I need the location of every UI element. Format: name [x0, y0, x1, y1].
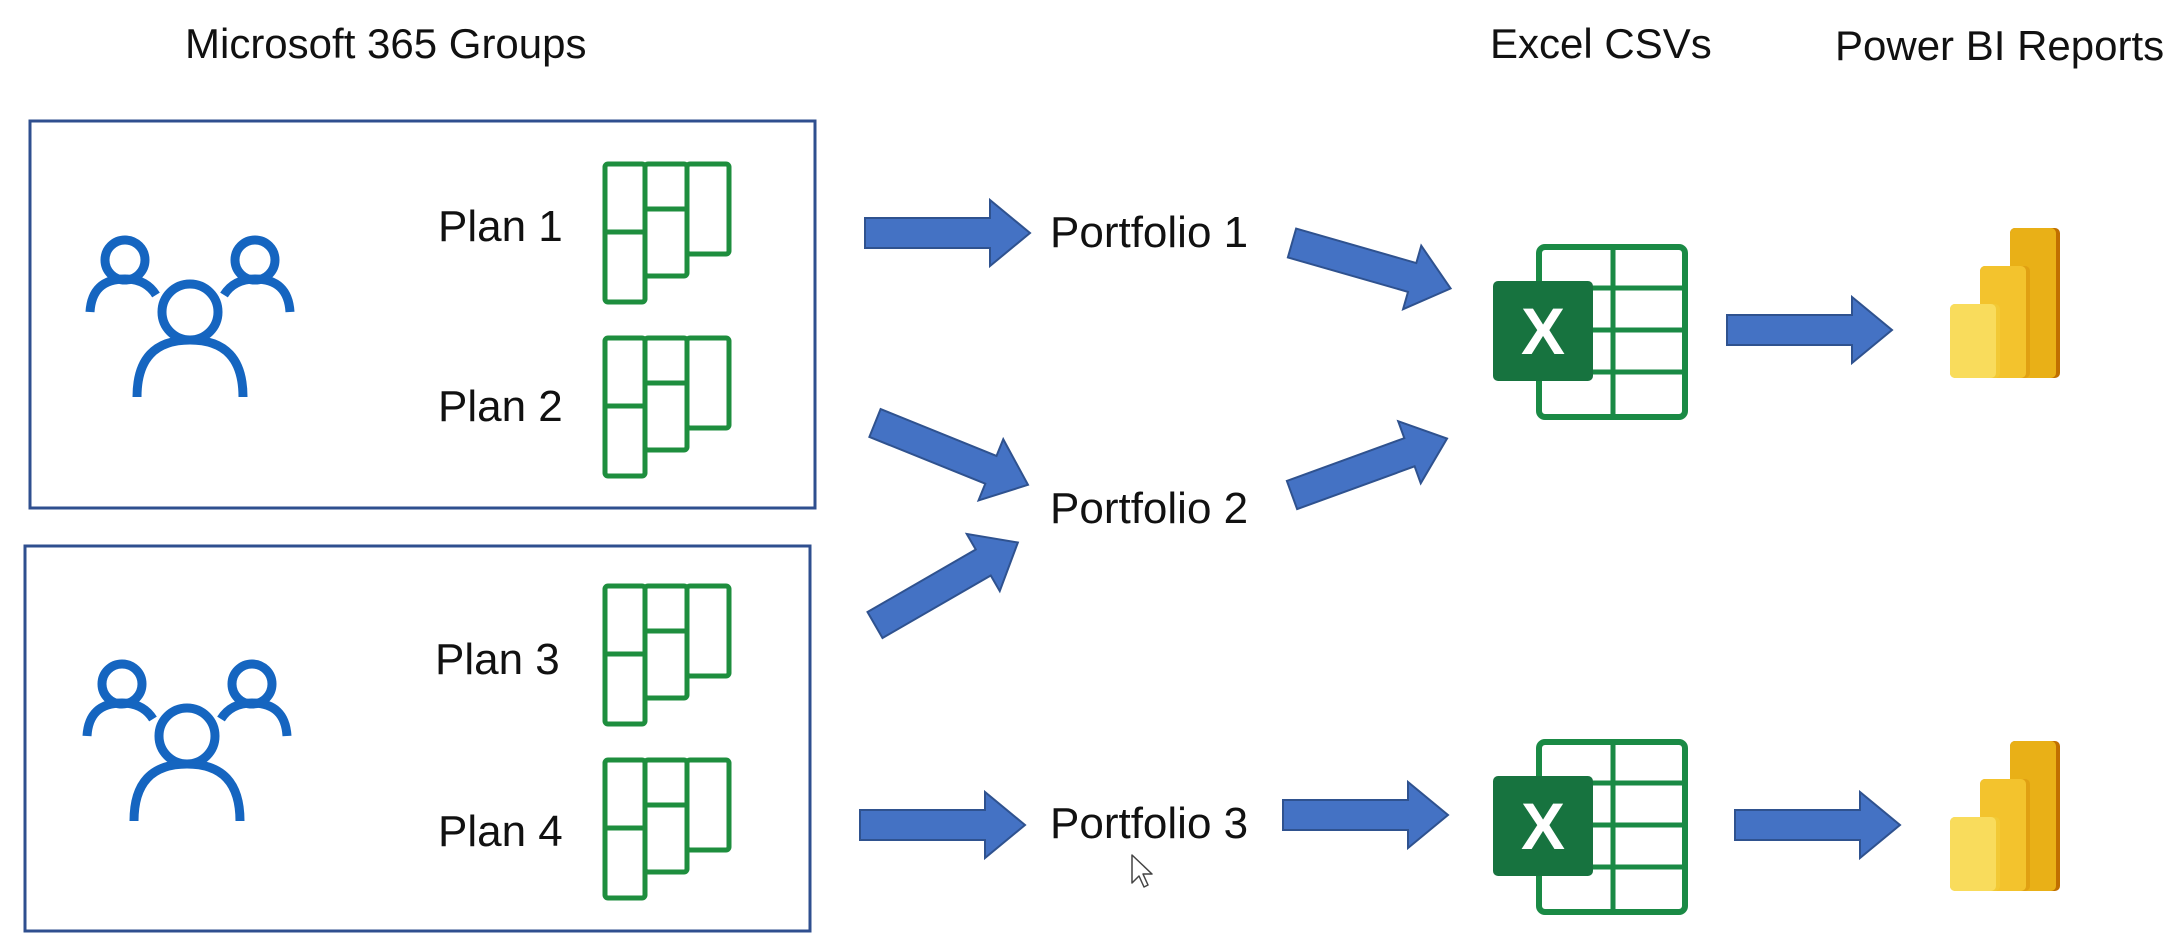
excel-letter: X: [1521, 789, 1565, 863]
excel-letter: X: [1521, 294, 1565, 368]
group-box-2: Plan 3 Plan 4: [23, 544, 812, 933]
arrow-icon: [1726, 294, 1894, 366]
power-bi-icon: [1950, 741, 2060, 891]
portfolio-label-3: Portfolio 3: [1050, 799, 1248, 848]
header-excel-csvs: Excel CSVs: [1490, 20, 1712, 67]
arrow-icon: [866, 532, 1020, 640]
arrow-icon: [1734, 789, 1902, 861]
arrow-icon: [1285, 419, 1449, 511]
power-bi-icon: [1950, 228, 2060, 378]
plan-label-2: Plan 2: [438, 382, 563, 431]
plan-label-3: Plan 3: [435, 635, 560, 684]
arrow-icon: [1286, 227, 1453, 311]
arrows: [859, 197, 1902, 861]
mouse-cursor-icon: [1131, 854, 1153, 888]
portfolio-label-2: Portfolio 2: [1050, 484, 1248, 533]
header-microsoft-365-groups: Microsoft 365 Groups: [185, 20, 587, 67]
header-power-bi-reports: Power BI Reports: [1835, 22, 2164, 69]
excel-icon: X: [1493, 742, 1685, 912]
arrow-icon: [859, 789, 1027, 861]
group-box-1: Plan 1 Plan 2: [28, 119, 817, 510]
portfolio-label-1: Portfolio 1: [1050, 208, 1248, 257]
excel-icon: X: [1493, 247, 1685, 417]
arrow-icon: [868, 407, 1030, 503]
plan-label-4: Plan 4: [438, 807, 563, 856]
plan-label-1: Plan 1: [438, 202, 563, 251]
arrow-icon: [864, 197, 1032, 269]
arrow-icon: [1282, 779, 1450, 851]
